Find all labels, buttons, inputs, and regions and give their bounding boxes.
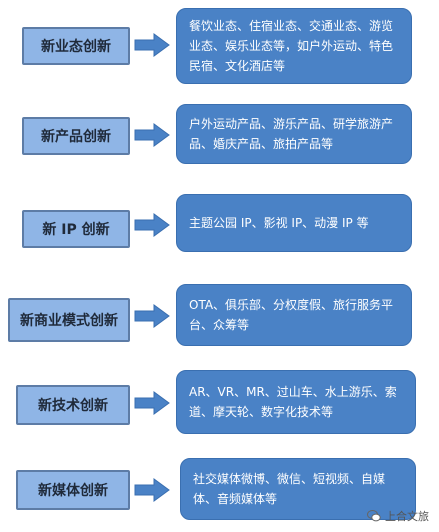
row-label-text: 新技术创新 [38,398,108,414]
right-arrow-icon [134,213,170,237]
row-label: 新业态创新 [22,27,130,65]
row-description-text: 户外运动产品、游乐产品、研学旅游产品、婚庆产品、旅拍产品等 [189,117,394,151]
row-description-text: 主题公园 IP、影视 IP、动漫 IP 等 [189,216,369,230]
row-label-text: 新 IP 创新 [42,222,110,238]
row-description: 餐饮业态、住宿业态、交通业态、游览业态、娱乐业态等，如户外运动、特色民宿、文化酒… [176,8,412,84]
row-label-text: 新商业模式创新 [20,313,118,329]
row-label: 新产品创新 [22,117,130,155]
right-arrow-icon [134,478,170,502]
right-arrow-icon [134,33,170,57]
row-description-text: OTA、俱乐部、分权度假、旅行服务平台、众筹等 [189,298,394,332]
row-label: 新 IP 创新 [22,210,130,248]
row-label: 新媒体创新 [16,470,130,510]
right-arrow-icon [134,304,170,328]
row-label-text: 新产品创新 [41,129,111,145]
row-description: 户外运动产品、游乐产品、研学旅游产品、婚庆产品、旅拍产品等 [176,104,412,164]
row-label-text: 新媒体创新 [38,483,108,499]
row-label-text: 新业态创新 [41,39,111,55]
row-description: OTA、俱乐部、分权度假、旅行服务平台、众筹等 [176,284,412,346]
row-description: AR、VR、MR、过山车、水上游乐、索道、摩天轮、数字化技术等 [176,370,416,434]
row-description-text: 社交媒体微博、微信、短视频、自媒体、音频媒体等 [193,472,386,506]
right-arrow-icon [134,391,170,415]
row-description-text: 餐饮业态、住宿业态、交通业态、游览业态、娱乐业态等，如户外运动、特色民宿、文化酒… [189,19,394,73]
row-description-text: AR、VR、MR、过山车、水上游乐、索道、摩天轮、数字化技术等 [189,385,397,419]
wechat-icon [367,510,381,522]
watermark: 上合文旅 [367,508,429,524]
watermark-text: 上合文旅 [385,510,429,523]
row-description: 主题公园 IP、影视 IP、动漫 IP 等 [176,194,412,252]
row-label: 新商业模式创新 [8,298,130,342]
right-arrow-icon [134,123,170,147]
row-description: 社交媒体微博、微信、短视频、自媒体、音频媒体等 [180,458,416,520]
row-label: 新技术创新 [16,385,130,425]
